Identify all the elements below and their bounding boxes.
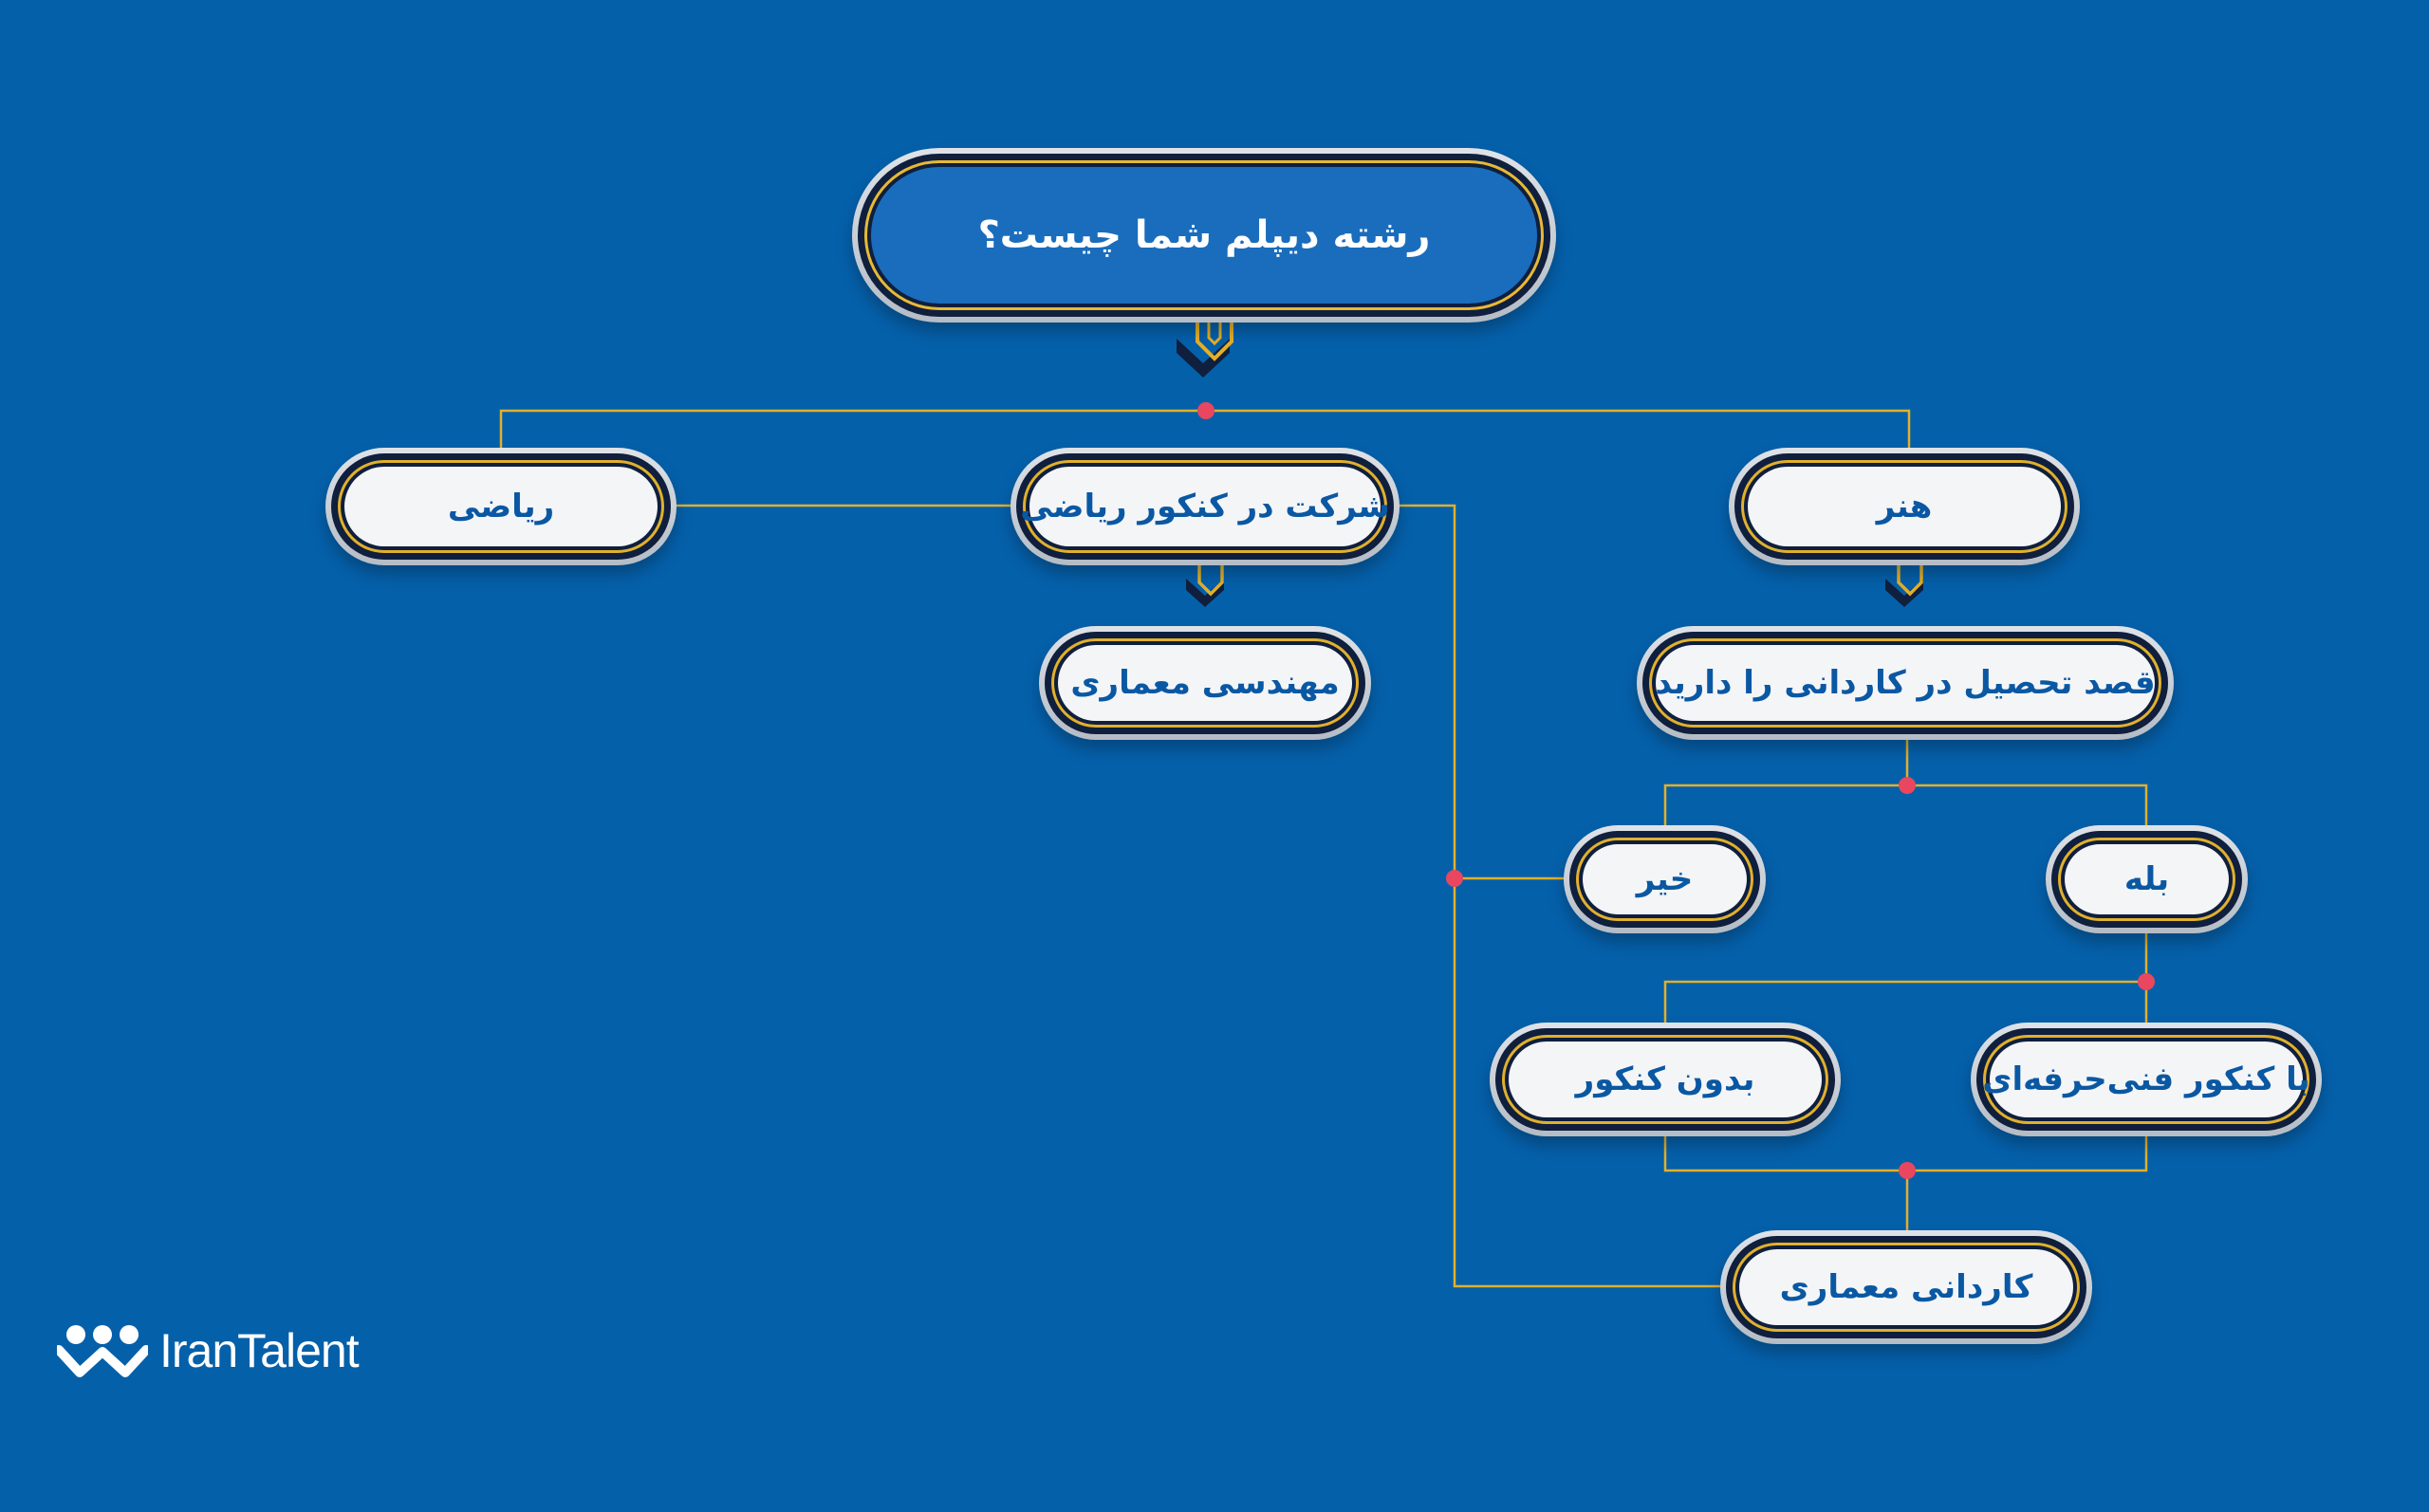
double-arrow-icon	[1177, 296, 1233, 378]
connector-intent-options	[1663, 740, 2148, 827]
node-kardani-arch-label: کاردانی معماری	[1739, 1249, 2073, 1325]
node-yes: بله	[2046, 825, 2248, 933]
node-art-label: هنر	[1748, 467, 2061, 546]
root-question-node: رشته دیپلم شما چیست؟	[852, 148, 1556, 323]
node-vocational-konkur-label: با کنکور فنی‌حرفه‌ای	[1982, 1042, 2310, 1117]
junction-dot	[1899, 777, 1916, 794]
node-no-label: خیر	[1583, 844, 1747, 914]
node-yes-label: بله	[2065, 844, 2229, 914]
node-vocational-konkur: با کنکور فنی‌حرفه‌ای	[1971, 1023, 2322, 1136]
connector-konkur-trunk	[1385, 504, 1722, 1288]
junction-dot	[1446, 870, 1463, 887]
node-arch-engineering: مهندسی معماری	[1039, 626, 1371, 740]
brand-name: IranTalent	[159, 1324, 360, 1377]
node-math: ریاضی	[325, 448, 677, 565]
node-no: خیر	[1564, 825, 1766, 933]
connector-options-merge	[1663, 1134, 2148, 1231]
double-arrow-icon	[1186, 548, 1224, 607]
node-without-konkur: بدون کنکور	[1490, 1023, 1841, 1136]
double-arrow-icon	[1885, 548, 1923, 607]
irantalent-logo: IranTalent	[57, 1323, 360, 1378]
node-kardani-arch: کاردانی معماری	[1720, 1230, 2092, 1344]
node-math-label: ریاضی	[344, 467, 658, 546]
junction-dot	[1899, 1162, 1916, 1179]
root-question-label: رشته دیپلم شما چیست؟	[871, 167, 1537, 304]
node-kardani-intent-label: قصد تحصیل در کاردانی را دارید	[1655, 645, 2156, 721]
node-math-konkur-label: شرکت در کنکور ریاضی	[1020, 467, 1390, 546]
junction-dot	[1197, 402, 1214, 419]
junction-dot	[2138, 973, 2155, 990]
node-arch-engineering-label: مهندسی معماری	[1058, 645, 1352, 721]
connector-yes-options	[1663, 933, 2148, 1024]
node-without-konkur-label: بدون کنکور	[1509, 1042, 1822, 1117]
irantalent-logo-icon	[57, 1325, 148, 1377]
node-math-konkur: شرکت در کنکور ریاضی	[1011, 448, 1400, 565]
node-art: هنر	[1729, 448, 2080, 565]
node-kardani-intent: قصد تحصیل در کاردانی را دارید	[1637, 626, 2174, 740]
